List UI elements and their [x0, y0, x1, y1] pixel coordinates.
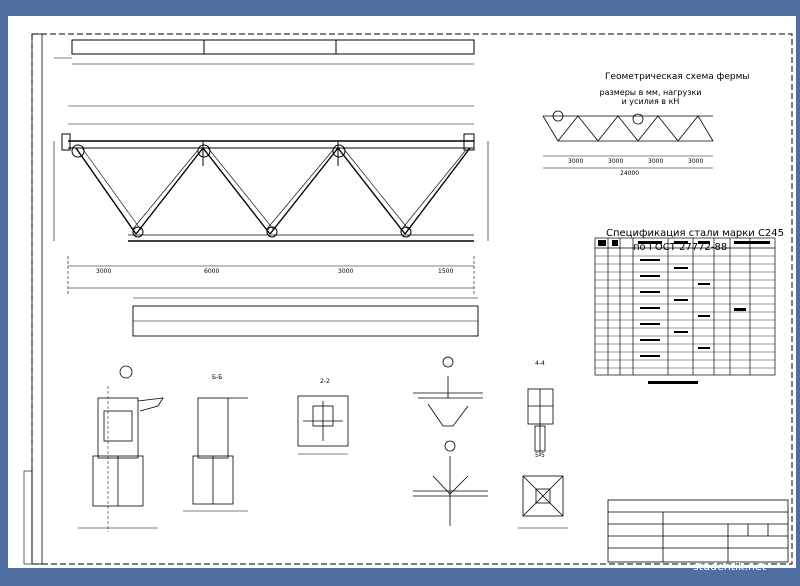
section-label-55: 5-5 — [535, 452, 545, 459]
geo-scheme — [542, 110, 714, 169]
spec-title-line2: по ГОСТ 27772-88 — [633, 242, 728, 253]
truss-dim-3: 3000 — [338, 268, 354, 275]
geo-dim-2: 3000 — [608, 158, 624, 165]
drawing-canvas — [23, 33, 793, 565]
detail-55 — [518, 475, 568, 529]
top-chord-plan — [71, 39, 475, 55]
geo-scheme-title: Геометрическая схема фермы — [605, 72, 750, 82]
geo-span-total: 24000 — [620, 170, 640, 177]
detail-bb — [183, 397, 248, 512]
detail-1 — [78, 365, 164, 532]
truss-diagonals — [75, 147, 471, 235]
spec-table-fills — [598, 240, 770, 384]
detail-node-3 — [413, 356, 483, 427]
section-label-22: 2-2 — [320, 378, 330, 385]
detail-44 — [527, 388, 554, 456]
title-block — [607, 499, 789, 563]
section-label-bb: Б-Б — [212, 374, 223, 381]
drawing-sheet: Геометрическая схема фермы размеры в мм,… — [8, 16, 796, 568]
geo-dim-3: 3000 — [648, 158, 664, 165]
truss-dim-4: 1500 — [438, 268, 454, 275]
watermark-text: studentik.net — [693, 560, 767, 573]
geo-scheme-subtitle: размеры в мм, нагрузки и усилия в кН — [599, 88, 702, 106]
truss-dim-1: 3000 — [96, 268, 112, 275]
detail-node-5 — [413, 440, 488, 526]
left-stamp — [23, 470, 33, 565]
spec-title-line1: Спецификация стали марки С245 — [606, 228, 785, 239]
section-label-44: 4-4 — [535, 360, 545, 367]
truss-dim-2: 6000 — [204, 268, 220, 275]
geo-dim-4: 3000 — [688, 158, 704, 165]
frame-margin-left — [31, 33, 43, 565]
detail-22 — [297, 395, 349, 455]
spec-table-rows — [595, 255, 775, 369]
spec-table — [594, 237, 776, 376]
geo-dim-1: 3000 — [568, 158, 584, 165]
